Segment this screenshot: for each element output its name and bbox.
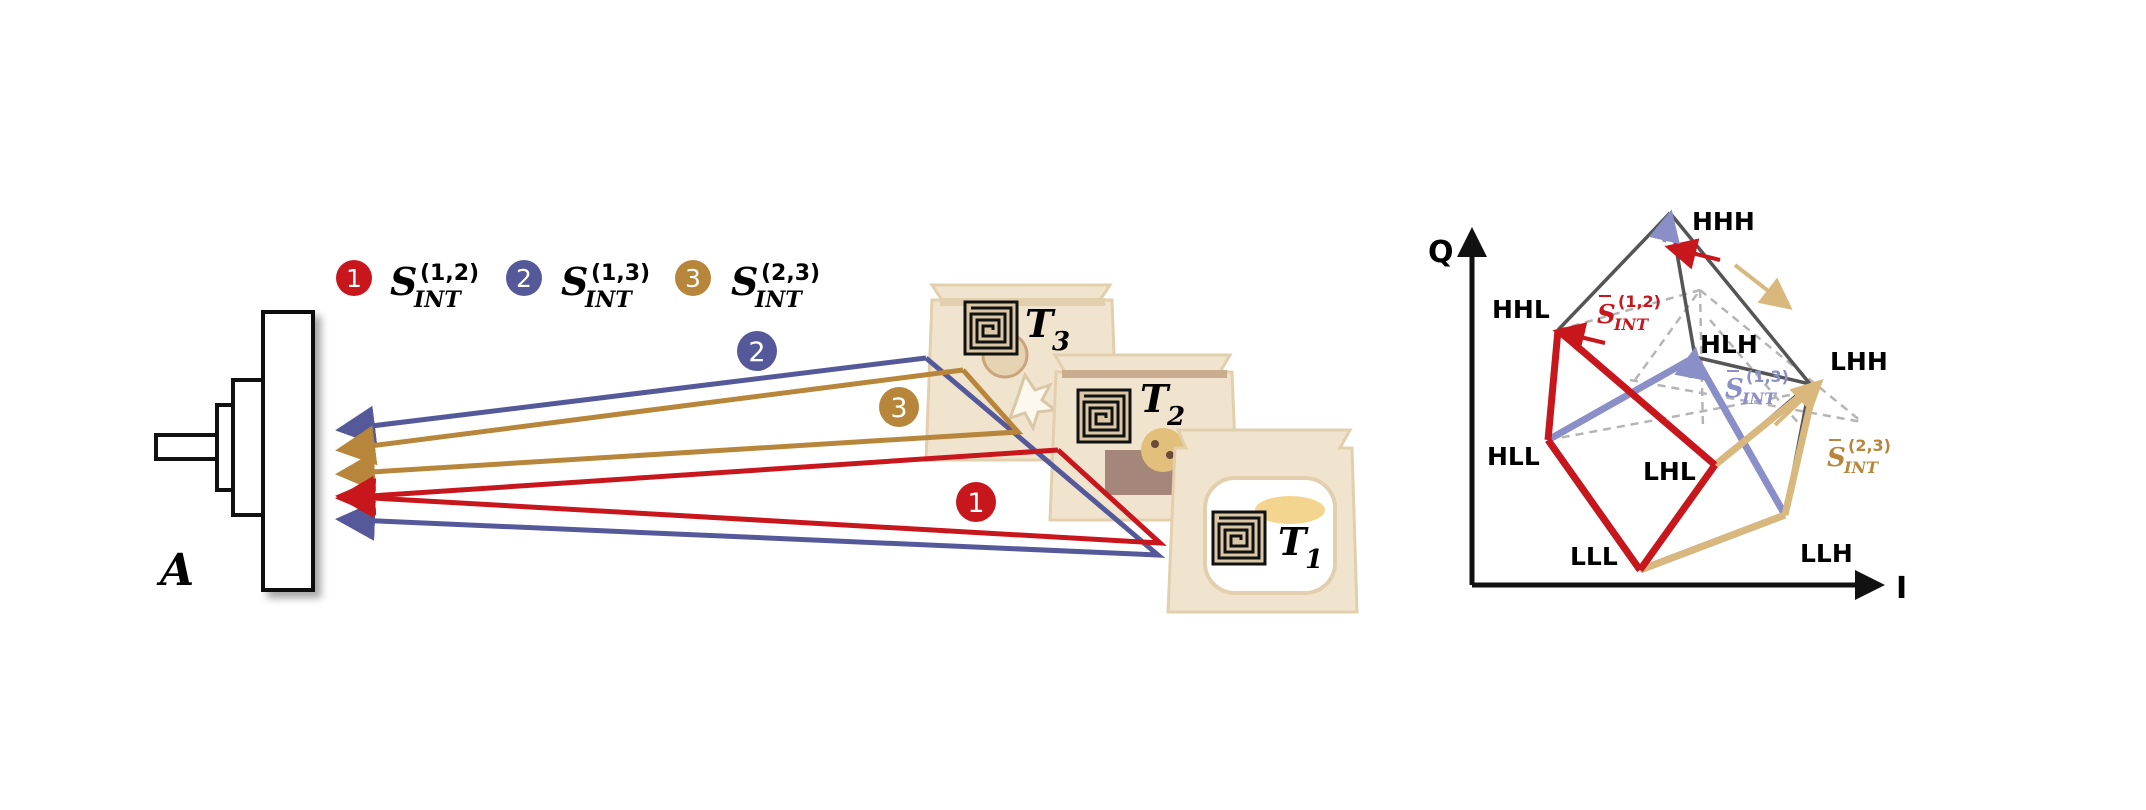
legend-badge-1 bbox=[336, 260, 372, 296]
path-badge-3: 3 bbox=[879, 387, 919, 427]
i-axis-label: I bbox=[1896, 571, 1907, 606]
state-label-lll: LLL bbox=[1570, 542, 1618, 571]
vector-s13-b bbox=[1674, 346, 1706, 381]
tag-t2-label: T bbox=[1140, 376, 1171, 421]
legend-symbol-2: S bbox=[561, 259, 588, 304]
legend-item-3: 3 S (2,3) INT bbox=[675, 259, 820, 313]
antenna-connector bbox=[154, 433, 219, 461]
vector-s23-a bbox=[1733, 263, 1793, 310]
state-label-hll: HLL bbox=[1487, 442, 1540, 471]
path-3-reflect bbox=[335, 367, 964, 466]
tag-t3-sub: 3 bbox=[1052, 327, 1070, 357]
legend-badge-2-num: 2 bbox=[516, 264, 532, 293]
vector-label-s12-sup: (1,2) bbox=[1618, 292, 1661, 311]
legend-badge-3-num: 3 bbox=[685, 264, 701, 293]
path-2-return bbox=[335, 356, 1166, 558]
legend-sup-3: (2,3) bbox=[761, 261, 820, 286]
state-label-hhh: HHH bbox=[1692, 207, 1755, 236]
path-badge-2-num: 2 bbox=[748, 337, 765, 368]
tag-t2-spiral-icon bbox=[1076, 388, 1132, 444]
legend-symbol-3: S bbox=[731, 259, 758, 304]
legend-sub-3: INT bbox=[754, 287, 803, 313]
state-label-lhh: LHH bbox=[1830, 347, 1888, 376]
vector-label-s23: S (2,3) INT bbox=[1827, 436, 1891, 477]
vector-label-s12: S (1,2) INT bbox=[1597, 292, 1661, 334]
tag-t1-label: T bbox=[1278, 519, 1309, 564]
vector-s12-b bbox=[1664, 238, 1721, 270]
vector-label-s23-sub: INT bbox=[1843, 458, 1879, 477]
vector-s13-a bbox=[1648, 209, 1680, 245]
tag-t1-sub: 1 bbox=[1305, 545, 1323, 575]
tag-t2-sub: 2 bbox=[1166, 402, 1185, 432]
antenna-label: A bbox=[156, 545, 194, 596]
legend-sub-2: INT bbox=[584, 287, 633, 313]
path-badge-1: 1 bbox=[956, 482, 996, 522]
antenna-step-2 bbox=[215, 403, 235, 492]
path-2-reflect bbox=[335, 355, 927, 446]
path-3-return bbox=[335, 368, 1024, 492]
legend-badge-1-num: 1 bbox=[346, 264, 362, 293]
state-label-hhl: HHL bbox=[1492, 295, 1550, 324]
bag-t1 bbox=[1166, 428, 1359, 614]
legend: 1 S (1,2) INT 2 S (1,3) INT 3 S (2,3) IN… bbox=[336, 259, 820, 313]
state-label-lhl: LHL bbox=[1643, 457, 1696, 486]
legend-badge-3 bbox=[675, 260, 711, 296]
antenna-panel bbox=[261, 310, 315, 592]
legend-sup-2: (1,3) bbox=[591, 261, 650, 286]
vector-s23-b bbox=[1773, 379, 1824, 427]
q-axis-label: Q bbox=[1428, 235, 1454, 270]
legend-item-2: 2 S (1,3) INT bbox=[506, 259, 650, 313]
vector-label-s13-sup: (1,3) bbox=[1746, 367, 1789, 386]
tag-t1-spiral-icon bbox=[1211, 510, 1267, 566]
bag-t1-bread bbox=[1255, 496, 1325, 524]
legend-badge-2 bbox=[506, 260, 542, 296]
vector-label-s23-base: S bbox=[1827, 443, 1846, 473]
reader-antenna bbox=[154, 310, 315, 592]
antenna-step-1 bbox=[231, 378, 265, 517]
legend-symbol-1: S bbox=[390, 259, 417, 304]
vector-label-s13: S (1,3) INT bbox=[1725, 367, 1789, 408]
iq-plot: Q I bbox=[1428, 207, 1907, 606]
vector-label-s12-sub: INT bbox=[1613, 315, 1649, 334]
tag-t3-spiral-icon bbox=[963, 300, 1019, 356]
vector-label-s13-sub: INT bbox=[1741, 389, 1777, 408]
vector-label-s23-sup: (2,3) bbox=[1848, 436, 1891, 455]
path-1-return bbox=[335, 448, 1167, 546]
state-label-llh: LLH bbox=[1800, 539, 1853, 568]
bag-t3-star bbox=[1007, 371, 1059, 432]
legend-sup-1: (1,2) bbox=[420, 261, 479, 286]
path-1-reflect bbox=[335, 447, 1059, 516]
tag-t3-label: T bbox=[1025, 301, 1056, 346]
path-badge-1-num: 1 bbox=[967, 488, 984, 519]
vector-s12-a bbox=[1552, 322, 1606, 354]
path-badge-3-num: 3 bbox=[890, 393, 907, 424]
state-label-hlh: HLH bbox=[1700, 330, 1758, 359]
vector-label-s13-base: S bbox=[1725, 374, 1744, 404]
signal-paths bbox=[335, 355, 1167, 558]
vector-label-s12-base: S bbox=[1597, 300, 1616, 330]
path-badge-2: 2 bbox=[737, 331, 777, 371]
red-edges bbox=[1544, 327, 1718, 573]
legend-item-1: 1 S (1,2) INT bbox=[336, 259, 479, 313]
legend-sub-1: INT bbox=[413, 287, 462, 313]
